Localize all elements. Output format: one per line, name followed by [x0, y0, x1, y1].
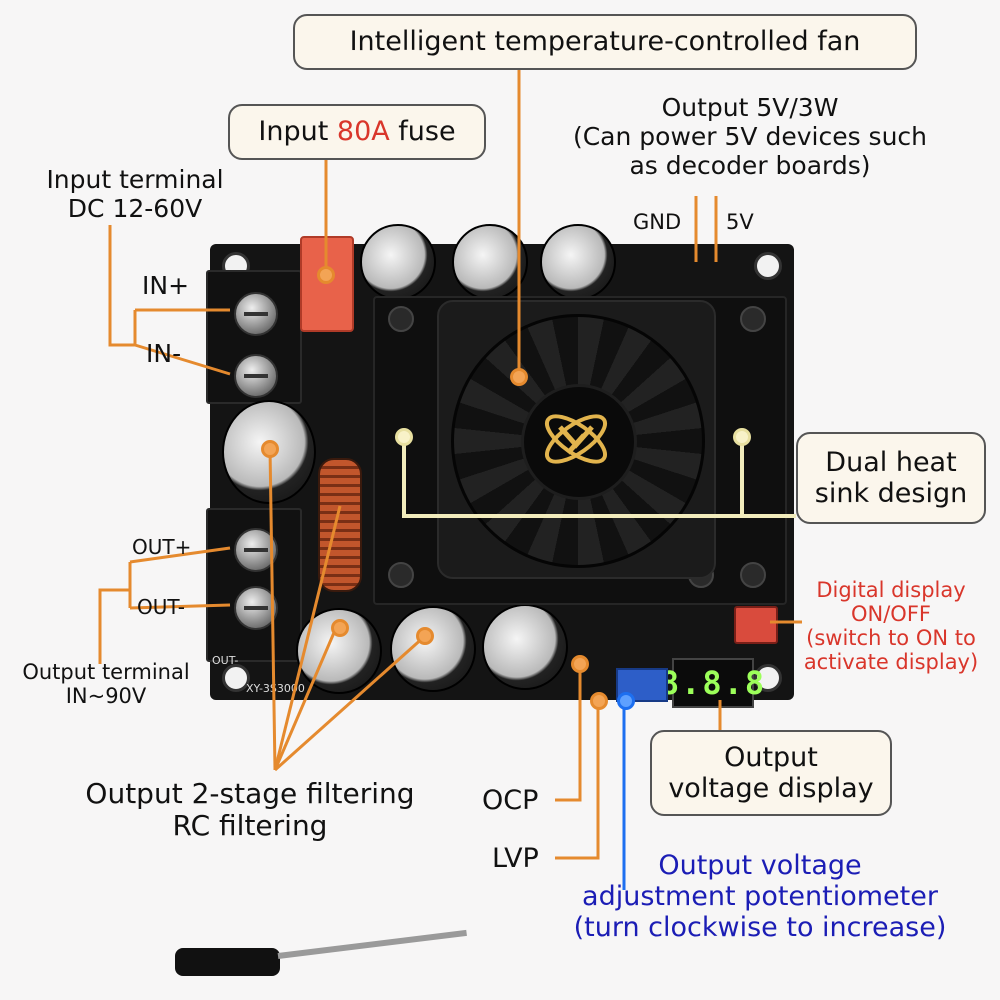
digital-display-label: Digital display ON/OFF (switch to ON to …	[796, 578, 986, 675]
out-minus-silkscreen: OUT-	[212, 654, 239, 667]
output-minus-screw	[234, 586, 278, 630]
in-plus-label: IN+	[142, 271, 190, 300]
fuse-callout-prefix: Input	[258, 116, 337, 148]
heatsink-screw	[740, 562, 766, 588]
heatsink-screw	[388, 306, 414, 332]
capacitor	[540, 224, 616, 300]
ocp-marker	[571, 655, 589, 673]
fuse-callout: Input 80A fuse	[228, 104, 486, 160]
input-terminal-label: Input terminal DC 12-60V	[20, 165, 250, 224]
mount-hole	[754, 664, 782, 692]
digital-display-line2: ON/OFF	[850, 602, 931, 627]
filter-marker	[331, 619, 349, 637]
gnd-label: GND	[633, 210, 682, 234]
fuse-callout-suffix: fuse	[389, 116, 456, 148]
out-minus-label: OUT-	[137, 595, 185, 619]
five-v-label: 5V	[726, 210, 754, 234]
output-5v-line1: Output 5V/3W	[661, 93, 839, 122]
potentiometer-marker	[617, 692, 635, 710]
input-minus-screw	[234, 354, 278, 398]
fuse-callout-rating: 80A	[336, 116, 390, 148]
fuse-marker	[317, 266, 335, 284]
ocp-label: OCP	[482, 785, 539, 816]
model-silkscreen: XY-3S3000	[246, 682, 305, 695]
fan-hub-logo	[521, 384, 637, 500]
mount-hole	[754, 252, 782, 280]
output-terminal-line1: Output terminal	[22, 660, 190, 684]
input-terminal-line2: DC 12-60V	[67, 193, 203, 223]
mount-hole	[222, 664, 250, 692]
capacitor	[360, 224, 436, 300]
filtering-line2: RC filtering	[172, 809, 328, 843]
display-callout-line2: voltage display	[668, 773, 874, 804]
digital-display-line4: activate display)	[803, 650, 979, 675]
cooling-fan	[437, 300, 716, 579]
output-5v-label: Output 5V/3W (Can power 5V devices such …	[560, 93, 940, 180]
input-plus-screw	[234, 292, 278, 336]
heatsink-callout-line1: Dual heat	[825, 446, 957, 478]
output-5v-line2: (Can power 5V devices such	[572, 121, 928, 151]
fan-callout-text: Intelligent temperature-controlled fan	[349, 26, 861, 58]
heatsink-marker	[733, 428, 751, 446]
screwdriver-handle	[175, 948, 280, 976]
output-terminal-line2: IN~90V	[65, 684, 147, 709]
filter-capacitor	[390, 606, 476, 692]
input-terminal-line1: Input terminal	[46, 165, 224, 194]
output-terminal-label: Output terminal IN~90V	[6, 660, 206, 708]
display-toggle-switch[interactable]	[734, 606, 778, 644]
filter-capacitor	[482, 604, 568, 690]
heatsink-callout: Dual heat sink design	[796, 432, 986, 524]
output-5v-line3: as decoder boards)	[629, 150, 871, 180]
display-callout-line1: Output	[724, 741, 818, 773]
atom-logo-icon	[545, 414, 607, 464]
display-callout: Output voltage display	[650, 730, 892, 816]
potentiometer-line2: adjustment potentiometer	[582, 881, 938, 913]
heatsink-screw	[388, 562, 414, 588]
in-minus-label: IN-	[146, 339, 182, 368]
out-plus-label: OUT+	[132, 535, 192, 559]
fan-marker	[510, 368, 528, 386]
voltage-display: 8.8.8	[660, 658, 764, 708]
potentiometer-line3: (turn clockwise to increase)	[573, 912, 947, 944]
fan-callout: Intelligent temperature-controlled fan	[293, 14, 917, 70]
potentiometer-label: Output voltage adjustment potentiometer …	[540, 850, 980, 943]
heatsink-screw	[740, 306, 766, 332]
lvp-marker	[590, 692, 608, 710]
lvp-label: LVP	[492, 843, 539, 874]
filter-marker	[416, 627, 434, 645]
digital-display-line3: (switch to ON to	[806, 626, 976, 651]
filtering-line1: Output 2-stage filtering	[85, 777, 415, 810]
fuse-80a	[300, 236, 354, 332]
input-cap-marker	[261, 440, 279, 458]
digital-display-line1: Digital display	[816, 578, 966, 602]
heatsink-marker	[395, 428, 413, 446]
filtering-label: Output 2-stage filtering RC filtering	[60, 777, 440, 843]
heatsink-callout-line2: sink design	[814, 478, 968, 509]
potentiometer-line1: Output voltage	[658, 850, 862, 881]
